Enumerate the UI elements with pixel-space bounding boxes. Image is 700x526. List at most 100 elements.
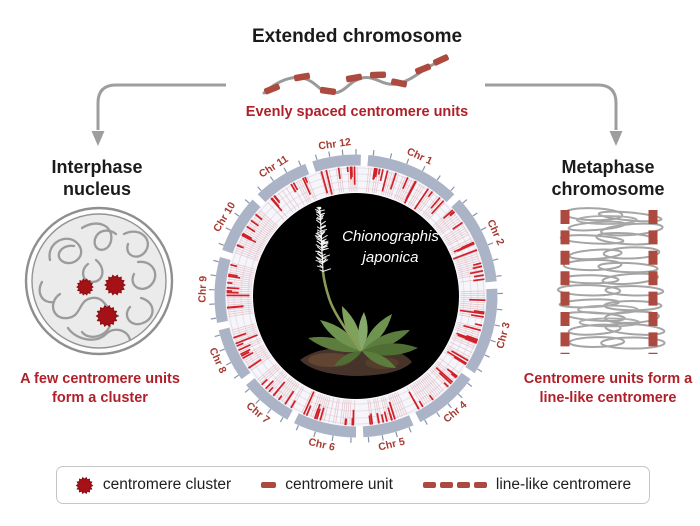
scale-tick [477, 368, 483, 373]
unit-hairline [454, 253, 478, 263]
flower-hair [317, 238, 323, 243]
unit-hairline [443, 225, 465, 240]
centromere-unit-bar [264, 380, 274, 390]
scale-tick [218, 242, 225, 246]
unit-hairline [229, 269, 254, 276]
title-line: Interphase [51, 157, 143, 177]
unit-hairline [460, 304, 485, 308]
flower-hair [315, 232, 322, 238]
unit-hairline [375, 398, 381, 423]
centromere-unit-bar [456, 332, 478, 342]
centromere-unit-bar [246, 225, 256, 233]
leaf [334, 351, 362, 366]
flower-hair [317, 253, 323, 259]
unit-hairline [452, 334, 476, 345]
flower-hair [316, 246, 323, 252]
unit-hairline [267, 371, 285, 391]
unit-hairline [232, 326, 257, 336]
centromere-unit-bar [474, 323, 483, 327]
centromere-unit-bar [268, 386, 274, 393]
scale-tick [421, 165, 426, 172]
unit-hairline [457, 264, 482, 272]
scale-tick [295, 425, 299, 431]
flower-hair [322, 259, 326, 263]
flower-hair [321, 242, 329, 245]
centromere-unit-marks [263, 54, 449, 96]
unit-hairline [228, 310, 253, 315]
unit-hairline [240, 236, 264, 249]
title-line: chromosome [551, 179, 665, 199]
unit-hairline [427, 202, 446, 221]
centromere-unit-bar [473, 310, 485, 314]
flower-hair [315, 236, 322, 241]
species-line: japonica [362, 249, 419, 266]
unit-hairline [245, 349, 267, 363]
unit-hairline [244, 230, 266, 244]
unit-hairline [447, 233, 470, 247]
unit-hairline [376, 398, 383, 423]
flower-hair [320, 229, 328, 232]
centromere-unit-bar [383, 411, 388, 422]
flower-hair [319, 214, 325, 218]
unit-hairline [237, 243, 261, 255]
unit-hairline [236, 247, 260, 258]
unit-hairline [396, 391, 408, 415]
chromatin-loop [578, 317, 641, 328]
centromere-unit-bar [438, 372, 452, 385]
leaf [342, 306, 362, 351]
flower-hair [318, 235, 322, 239]
unit-hairline [237, 337, 261, 349]
centromere-cluster [104, 274, 126, 296]
scale-tick [408, 427, 412, 433]
centromere-unit-bar [376, 413, 380, 424]
flower-hair [316, 218, 321, 221]
centromere-unit-bar [473, 278, 485, 282]
flower-hair [322, 259, 329, 264]
flower-hair [317, 229, 322, 233]
unit-hairline [227, 283, 253, 287]
flower-hair [319, 264, 324, 268]
unit-hairline [414, 381, 430, 403]
scale-tick [331, 435, 334, 442]
unit-hairline [254, 215, 275, 232]
unit-hairline [306, 176, 317, 200]
centromere-unit-bar [337, 167, 341, 180]
legend-label: centromere unit [285, 476, 393, 493]
chromosome-label: Chr 9 [196, 275, 209, 302]
unit-hairline [455, 255, 479, 264]
unit-hairline [393, 175, 404, 199]
unit-hairline [455, 327, 480, 336]
extended-chromosome-caption: Evenly spaced centromere units [245, 104, 469, 120]
scale-tick [462, 199, 468, 204]
legend: centromere cluster centromere unit line-… [56, 466, 650, 504]
flower-hair [320, 225, 326, 229]
scale-tick [244, 388, 250, 393]
flower-hair [321, 241, 326, 247]
unit-hairline [458, 269, 483, 275]
unit-hairline [289, 385, 303, 408]
centromere-unit-bar [242, 351, 254, 360]
centromere-unit-bar [290, 400, 297, 409]
chromatin-loop [556, 284, 622, 297]
flower-hair [315, 244, 323, 249]
flower-hair [317, 206, 321, 212]
unit-hairline [407, 183, 421, 206]
centromere-unit-bar [418, 400, 424, 408]
scale-tick [341, 149, 344, 156]
centromere-unit-bar [250, 219, 259, 227]
centromere-unit-bar [241, 234, 257, 244]
flower-hair [319, 212, 326, 216]
centromere-unit-bar [261, 378, 268, 386]
centromere-unit-bar [427, 190, 434, 198]
unit-hairline [257, 363, 277, 380]
centromere-unit-bar [372, 167, 376, 180]
centromere-unit-bar [402, 176, 409, 190]
flower-hair [320, 224, 326, 229]
centromere-unit-bar [379, 169, 384, 182]
scale-tick [381, 435, 384, 441]
scale-tick [490, 339, 496, 343]
unit-hairline [416, 380, 432, 402]
unit-hairline [409, 185, 423, 207]
unit-hairline [453, 250, 478, 261]
